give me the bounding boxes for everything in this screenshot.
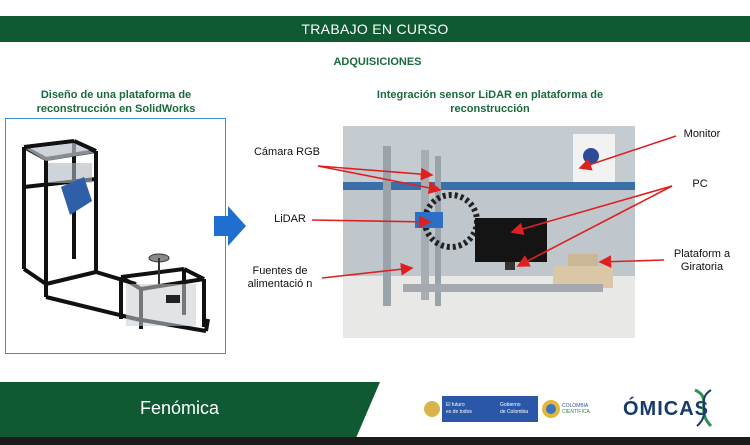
label-platform: Plataform a Giratoria xyxy=(673,248,731,273)
colombia-text-1: COLOMBIA xyxy=(562,403,589,409)
arrow-power xyxy=(321,262,414,279)
label-pc: PC xyxy=(692,178,708,190)
right-panel-title: Integración sensor LiDAR en plataforma d… xyxy=(376,89,604,115)
gov-text-3: Gobierno xyxy=(500,402,521,408)
gov-text-4: de Colombia xyxy=(500,409,529,415)
header-bar xyxy=(0,16,750,42)
arrow-camera-2 xyxy=(317,165,434,181)
colombia-cientifica-logo: COLOMBIA CIENTÍFICA xyxy=(541,396,595,422)
gov-text-1: El futuro xyxy=(446,402,465,408)
gov-logo: El futuro es de todos Gobierno de Colomb… xyxy=(420,396,538,422)
footer-green-shape xyxy=(0,382,380,438)
bottom-strip xyxy=(0,437,750,445)
cad-platform-illustration xyxy=(22,139,210,333)
colombia-cientifica-icon xyxy=(542,400,560,418)
arrow-pc-1 xyxy=(510,185,673,236)
gov-logo-shape xyxy=(424,396,538,422)
arrow-platform xyxy=(598,255,665,269)
label-camera: Cámara RGB xyxy=(253,146,321,158)
dna-icon xyxy=(694,388,713,428)
label-power: Fuentes de alimentació n xyxy=(247,265,313,290)
label-monitor: Monitor xyxy=(683,128,721,140)
omicas-logo: ÓMICAS xyxy=(623,388,718,428)
cad-image-frame xyxy=(5,118,226,354)
label-lidar: LiDAR xyxy=(274,213,306,225)
omicas-text: ÓMICAS xyxy=(623,398,709,420)
colombia-text-2: CIENTÍFICA xyxy=(562,409,590,415)
arrow-camera xyxy=(317,165,442,195)
footer-title: Fenómica xyxy=(140,398,220,418)
left-panel-title: Diseño de una plataforma de reconstrucci… xyxy=(36,89,196,115)
section-title: ADQUISICIONES xyxy=(333,56,422,68)
header-title: TRABAJO EN CURSO xyxy=(301,21,449,37)
right-arrow-icon xyxy=(214,206,246,246)
arrow-monitor xyxy=(578,135,677,171)
gov-text-2: es de todos xyxy=(446,409,472,415)
arrow-lidar xyxy=(311,215,432,229)
arrow-pc-2 xyxy=(516,185,673,267)
